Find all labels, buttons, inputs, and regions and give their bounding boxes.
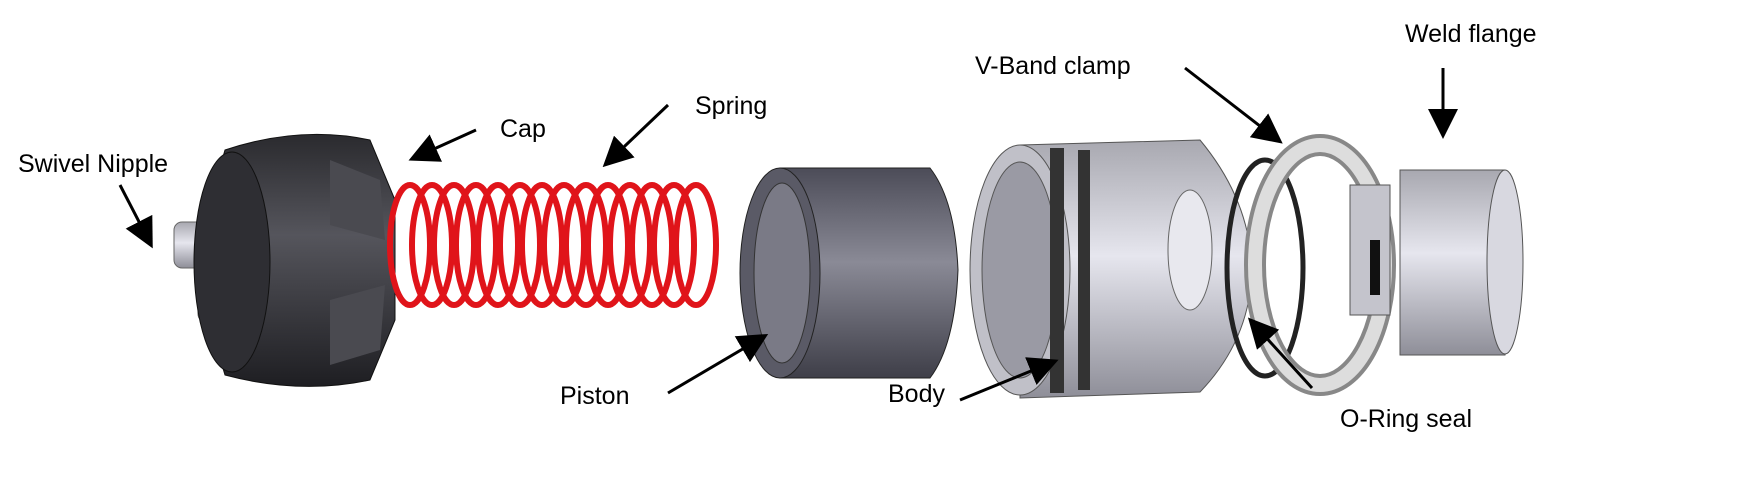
label-weld-flange: Weld flange bbox=[1405, 20, 1537, 48]
arrow-cap bbox=[408, 128, 477, 162]
spring-coil bbox=[629, 182, 675, 308]
label-body: Body bbox=[888, 380, 945, 408]
label-cap: Cap bbox=[500, 115, 546, 143]
spring-coil bbox=[607, 182, 653, 308]
label-v-band-clamp: V-Band clamp bbox=[975, 52, 1131, 80]
spring-part bbox=[387, 182, 719, 308]
v-band-clamp-part bbox=[1244, 134, 1396, 396]
spring-coil bbox=[541, 182, 587, 308]
spring-coil bbox=[563, 182, 609, 308]
label-swivel-nipple: Swivel Nipple bbox=[18, 150, 168, 178]
arrow-o-ring-seal bbox=[1247, 317, 1314, 390]
o-ring-part bbox=[1224, 157, 1306, 379]
cap-part bbox=[193, 133, 396, 387]
spring-coil bbox=[431, 182, 477, 308]
spring-coil bbox=[651, 182, 697, 308]
label-o-ring-seal: O-Ring seal bbox=[1340, 405, 1472, 433]
weld-flange-part bbox=[1399, 169, 1524, 356]
spring-coil bbox=[497, 182, 543, 308]
spring-coil bbox=[475, 182, 521, 308]
spring-coil bbox=[519, 182, 565, 308]
spring-coil bbox=[409, 182, 455, 308]
arrows bbox=[118, 66, 1458, 402]
spring-coil bbox=[387, 182, 433, 308]
piston-part bbox=[739, 167, 959, 379]
arrow-piston bbox=[667, 333, 769, 395]
label-piston: Piston bbox=[560, 382, 629, 410]
label-spring: Spring bbox=[695, 92, 767, 120]
arrow-v-band-clamp bbox=[1184, 66, 1283, 144]
spring-coil bbox=[673, 182, 719, 308]
arrow-body bbox=[959, 357, 1059, 402]
body-part bbox=[969, 139, 1253, 399]
spring-coil bbox=[585, 182, 631, 308]
arrow-swivel-nipple bbox=[118, 184, 153, 249]
arrow-spring bbox=[602, 103, 670, 168]
spring-coil bbox=[453, 182, 499, 308]
